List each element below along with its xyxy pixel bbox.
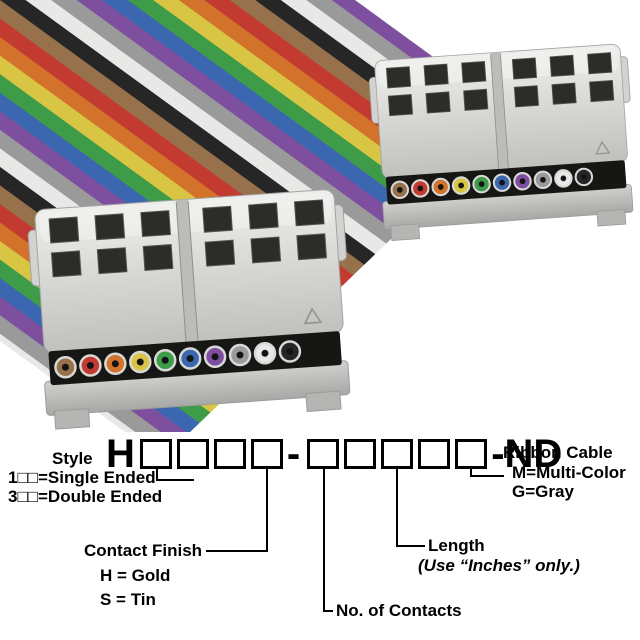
pn-box: [344, 439, 377, 469]
contact-finish-gold: H = Gold: [100, 566, 171, 585]
contact-finish-tin: S = Tin: [100, 590, 156, 609]
ribbon-option-multicolor: M=Multi-Color: [512, 463, 626, 482]
ribbon-cable-title: Ribbon Cable: [503, 443, 613, 462]
leader-line-length: [396, 469, 398, 547]
pn-box: [418, 439, 451, 469]
part-number: H - -ND: [106, 434, 564, 474]
pn-box: [139, 439, 172, 469]
style-title: Style: [52, 449, 93, 468]
leader-line-contact-finish: [206, 550, 268, 552]
style-option-double: 3□□=Double Ended: [8, 487, 163, 506]
leader-line-style: [156, 469, 158, 481]
leader-line-ribbon: [470, 469, 472, 477]
ribbon-option-gray: G=Gray: [512, 482, 574, 501]
contacts-title: No. of Contacts: [336, 601, 462, 620]
pn-contacts-length-boxes: [302, 439, 488, 469]
connector-left: [25, 187, 359, 432]
leader-line-contacts: [323, 610, 333, 612]
style-option-single: 1□□=Single Ended: [8, 468, 156, 487]
pn-prefix: H: [106, 432, 135, 476]
pn-box: [250, 439, 283, 469]
length-note: (Use “Inches” only.): [418, 556, 580, 575]
pn-suffix: -ND: [491, 432, 563, 476]
pn-style-finish-boxes: [135, 439, 283, 469]
product-photo: [0, 0, 640, 432]
contact-finish-title: Contact Finish: [84, 541, 203, 560]
length-title: Length: [428, 536, 485, 555]
leader-line-contacts: [323, 469, 325, 612]
leader-line-style: [156, 479, 194, 481]
connector-right: [366, 42, 640, 243]
leader-line-ribbon: [470, 475, 504, 477]
leader-line-length: [396, 545, 425, 547]
pn-box: [307, 439, 340, 469]
pn-box: [176, 439, 209, 469]
pn-box: [381, 439, 414, 469]
pn-box: [213, 439, 246, 469]
leader-line-contact-finish: [266, 469, 268, 552]
pn-separator: -: [286, 432, 301, 476]
pn-box: [455, 439, 488, 469]
